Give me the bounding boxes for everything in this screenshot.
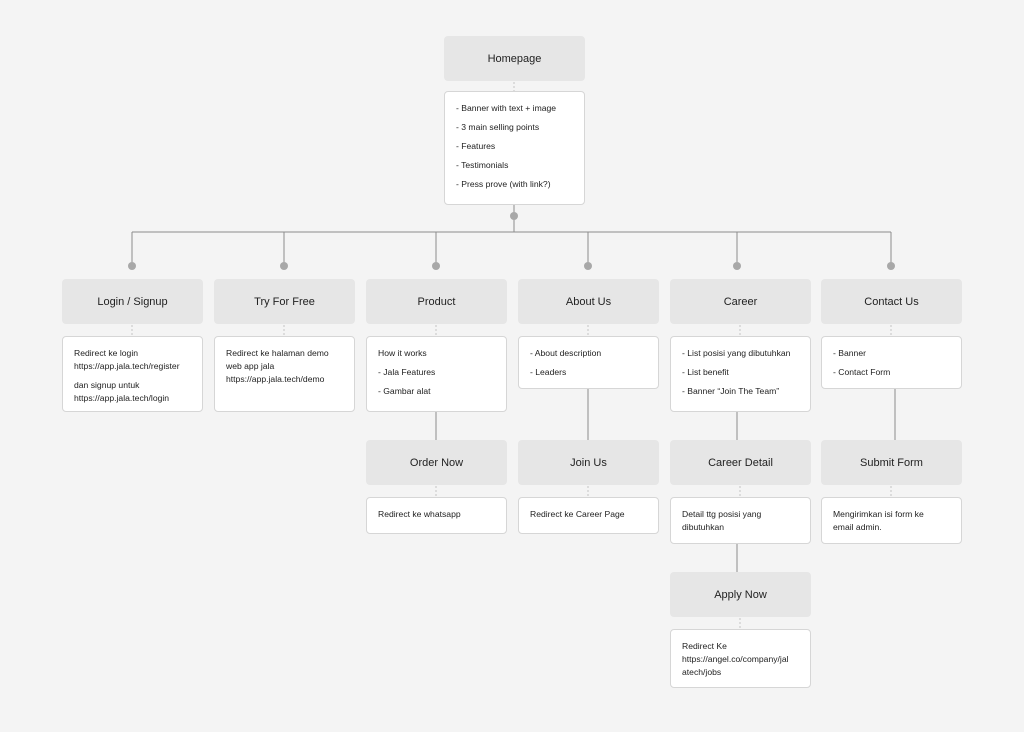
career-detail-card: Detail ttg posisi yang dibutuhkan (670, 497, 811, 544)
about-item: - About description (530, 348, 602, 358)
submit-form-header: Submit Form (821, 440, 962, 485)
career-item: - List benefit (682, 367, 729, 377)
homepage-item: - 3 main selling points (456, 122, 540, 132)
contact-item: - Contact Form (833, 367, 891, 377)
login-signup-header: Login / Signup (62, 279, 203, 324)
submit-form-card: Mengirimkan isi form ke email admin. (821, 497, 962, 544)
about-us-header: About Us (518, 279, 659, 324)
apply-now-title: Apply Now (714, 588, 767, 601)
product-item: - Gambar alat (378, 386, 431, 396)
login-line: https://app.jala.tech/login (74, 393, 170, 403)
about-us-card: - About description - Leaders (518, 336, 659, 389)
try-line: web app jala (226, 361, 275, 371)
career-header: Career (670, 279, 811, 324)
node-dot-career (733, 262, 741, 270)
career-detail-title: Career Detail (708, 456, 773, 469)
product-header: Product (366, 279, 507, 324)
join-us-header: Join Us (518, 440, 659, 485)
about-item: - Leaders (530, 367, 567, 377)
login-signup-title: Login / Signup (97, 295, 168, 308)
career-detail-line: Detail ttg posisi yang (682, 509, 762, 519)
homepage-header: Homepage (444, 36, 585, 81)
product-card: How it works - Jala Features - Gambar al… (366, 336, 507, 412)
node-dot-homepage (510, 212, 518, 220)
career-card: - List posisi yang dibutuhkan - List ben… (670, 336, 811, 412)
career-detail-header: Career Detail (670, 440, 811, 485)
product-item: - Jala Features (378, 367, 436, 377)
try-line: https://app.jala.tech/demo (226, 374, 325, 384)
try-for-free-title: Try For Free (254, 295, 315, 308)
submit-form-title: Submit Form (860, 456, 923, 469)
join-us-title: Join Us (570, 456, 607, 469)
try-for-free-header: Try For Free (214, 279, 355, 324)
career-detail-line: dibutuhkan (682, 522, 725, 532)
try-line: Redirect ke halaman demo (226, 348, 329, 358)
about-us-title: About Us (565, 295, 612, 308)
order-now-card: Redirect ke whatsapp (366, 497, 507, 534)
apply-now-line: Redirect Ke (682, 641, 727, 651)
submit-form-line: Mengirimkan isi form ke (833, 509, 924, 519)
homepage-card: - Banner with text + image - 3 main sell… (444, 91, 585, 205)
homepage-item: - Banner with text + image (456, 103, 557, 113)
apply-now-line: https://angel.co/company/jal (682, 654, 789, 664)
order-now-title: Order Now (409, 456, 464, 469)
contact-us-header: Contact Us (821, 279, 962, 324)
node-dot-contact (887, 262, 895, 270)
node-dot-about (584, 262, 592, 270)
login-signup-card: Redirect ke login https://app.jala.tech/… (62, 336, 203, 412)
homepage-title: Homepage (487, 52, 542, 65)
apply-now-card: Redirect Ke https://angel.co/company/jal… (670, 629, 811, 688)
try-for-free-card: Redirect ke halaman demo web app jala ht… (214, 336, 355, 412)
submit-form-line: email admin. (833, 522, 882, 532)
order-now-header: Order Now (366, 440, 507, 485)
node-dot-product (432, 262, 440, 270)
apply-now-line: atech/jobs (682, 667, 722, 677)
contact-item: - Banner (833, 348, 866, 358)
homepage-item: - Press prove (with link?) (456, 179, 551, 189)
login-line: dan signup untuk (74, 380, 140, 390)
product-item: How it works (378, 348, 427, 358)
homepage-item: - Features (456, 141, 496, 151)
product-title: Product (417, 295, 456, 308)
career-title: Career (723, 295, 758, 308)
apply-now-header: Apply Now (670, 572, 811, 617)
join-us-text: Redirect ke Career Page (530, 509, 625, 519)
order-now-text: Redirect ke whatsapp (378, 509, 461, 519)
contact-us-card: - Banner - Contact Form (821, 336, 962, 389)
homepage-item: - Testimonials (456, 160, 509, 170)
login-line: https://app.jala.tech/register (74, 361, 180, 371)
node-dot-login (128, 262, 136, 270)
contact-us-title: Contact Us (864, 295, 919, 308)
career-item: - List posisi yang dibutuhkan (682, 348, 791, 358)
login-line: Redirect ke login (74, 348, 139, 358)
career-item: - Banner “Join The Team” (682, 386, 780, 396)
node-dot-try (280, 262, 288, 270)
join-us-card: Redirect ke Career Page (518, 497, 659, 534)
